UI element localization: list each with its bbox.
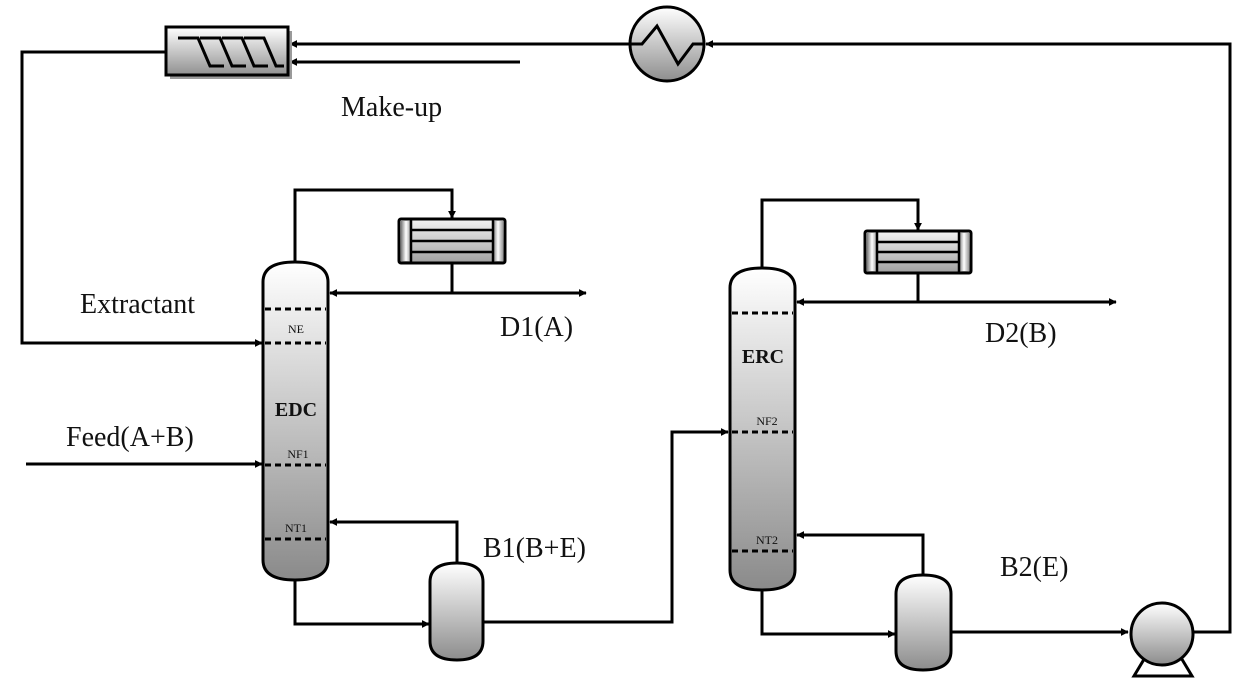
label-b2: B2(E) (1000, 552, 1068, 583)
label-b1: B1(B+E) (483, 533, 586, 564)
pipe-b1-to-erc (484, 428, 729, 624)
column-erc: ERC NF2 NT2 (728, 266, 797, 592)
mixer (164, 25, 292, 79)
pump (1129, 601, 1195, 678)
condenser-2 (863, 229, 973, 275)
pipe-erc-bottoms (760, 590, 896, 638)
reboiler-2 (894, 573, 953, 672)
stage-label-ne: NE (288, 322, 304, 336)
label-d2: D2(B) (985, 318, 1057, 349)
reboiler-1 (428, 561, 485, 662)
pipe-pump-to-hx (705, 40, 1232, 634)
label-extractant: Extractant (80, 289, 195, 320)
label-makeup: Make-up (341, 92, 442, 123)
heat-exchanger-coil-icon (631, 23, 704, 67)
pipe-edc-bottoms (293, 580, 430, 628)
stage-label-nf1: NF1 (287, 447, 308, 461)
pipe-reb1-vapor (329, 518, 459, 563)
column-label-edc: EDC (275, 399, 317, 421)
mixer-static-elements-icon (178, 36, 284, 68)
condenser-1 (397, 217, 507, 265)
stage-label-nf2: NF2 (756, 414, 777, 428)
pipe-erc-overhead (760, 198, 922, 268)
pipe-reb2-vapor (796, 531, 925, 575)
column-label-erc: ERC (742, 346, 784, 368)
pipe-mixer-to-edc (20, 50, 263, 347)
pipe-edc-overhead (293, 188, 456, 262)
label-d1: D1(A) (500, 312, 573, 343)
column-edc: NE EDC NF1 NT1 (261, 260, 330, 582)
heat-exchanger (628, 5, 706, 83)
stage-label-nt2: NT2 (756, 533, 778, 547)
label-feed: Feed(A+B) (66, 422, 194, 453)
stage-label-nt1: NT1 (285, 521, 307, 535)
